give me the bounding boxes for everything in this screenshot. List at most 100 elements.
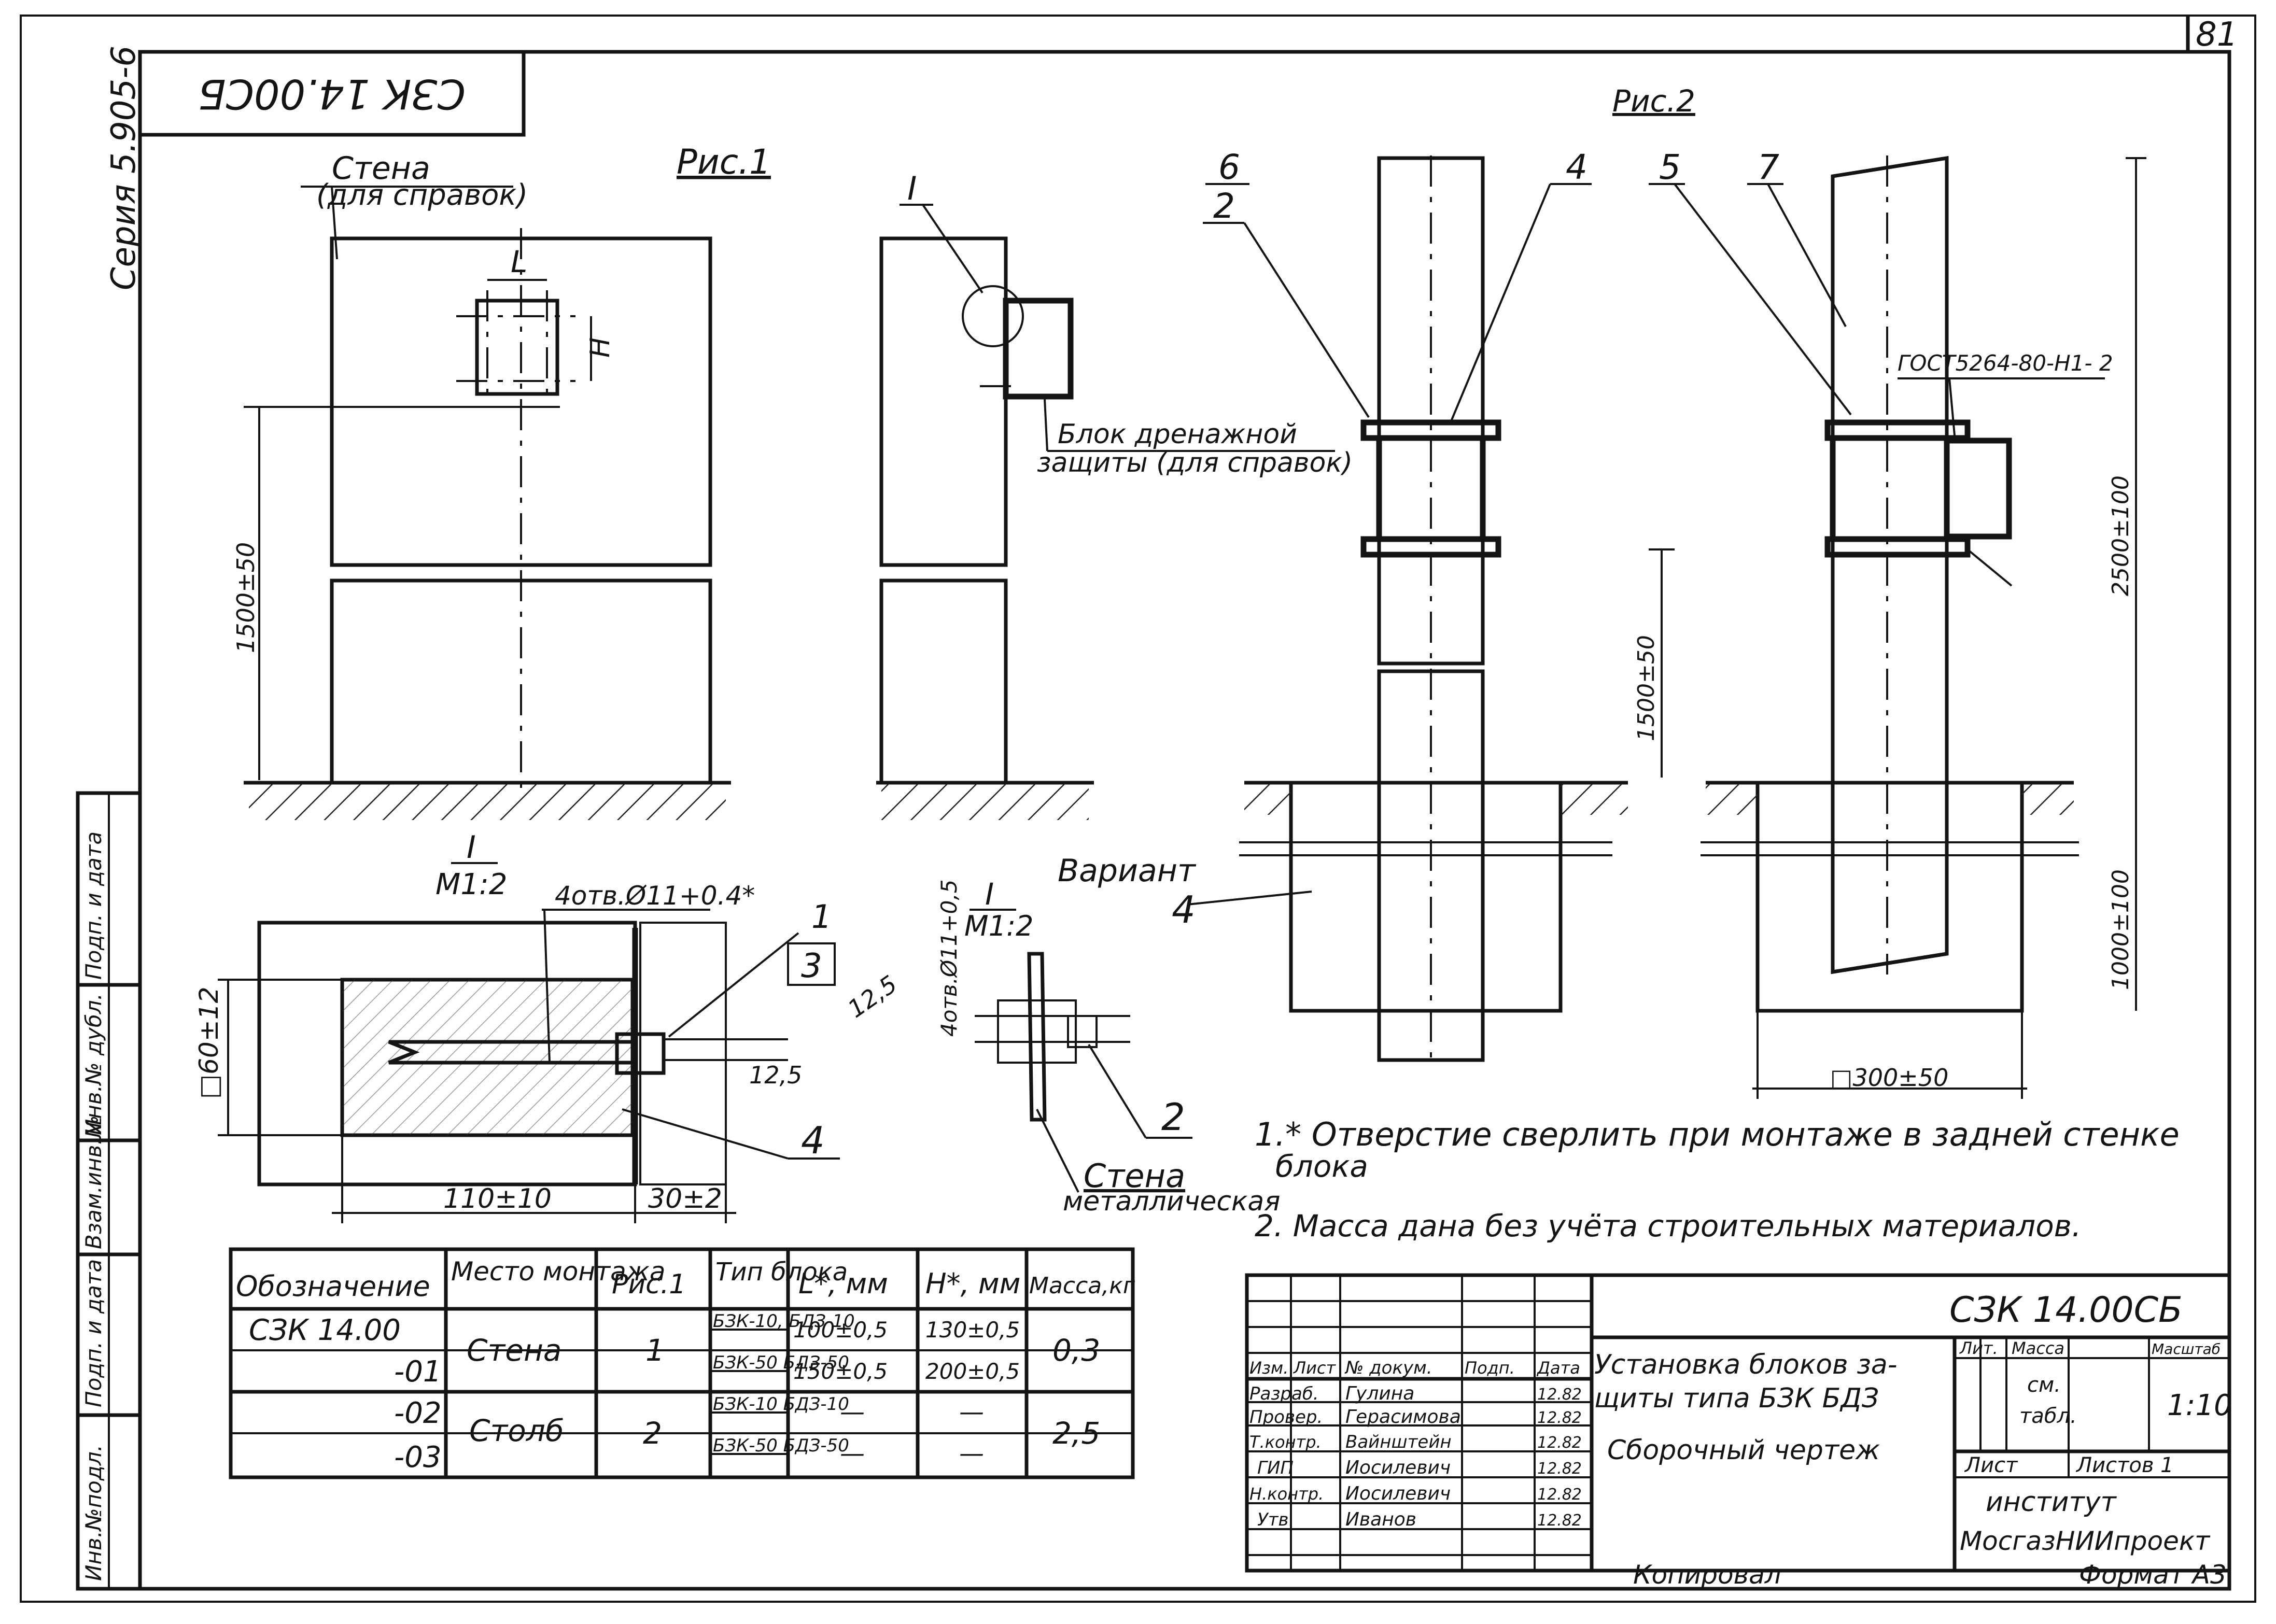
tb-scale-label: Масштаб [2152, 1340, 2221, 1358]
pillar-b [1831, 156, 1949, 975]
spec-row2-designation: -02 [394, 1396, 441, 1430]
detail1-scale: М1:2 [435, 868, 507, 901]
tb-col-sign: Подп. [1465, 1358, 1515, 1378]
detail1-mark: I [467, 829, 476, 866]
pillar-b-block [1830, 435, 1950, 542]
fig2-callout-2: 2 [1213, 186, 1235, 226]
tb-role-2: Т.контр. [1249, 1432, 1322, 1452]
outer-frame [20, 15, 2256, 1603]
side-block-note: защиты (для справок) [1037, 447, 1353, 478]
spec-header-mass: Масса,кг [1029, 1273, 1135, 1299]
detail1-callout-1: 1 [811, 898, 832, 936]
side-view: I Блок дренажной защиты (для справок) [876, 170, 1353, 820]
detail2-holes: 4отв.Ø11+0,5 [936, 880, 962, 1037]
tb-role-5: Утв. [1257, 1509, 1294, 1530]
corner-code-box [138, 50, 526, 137]
sheet-number: 81 [2196, 16, 2238, 54]
detail2: I М1:2 Вариант 4отв.Ø11+0,5 12,5 2 Стена… [842, 853, 1280, 1217]
detail2-callout-2: 2 [1161, 1095, 1185, 1139]
spec-header-H: H*, мм [925, 1267, 1020, 1300]
detail1-dim-12-5: 12,5 [749, 1061, 802, 1089]
tb-mass-value-1: см. [2027, 1373, 2061, 1397]
fig1-block [475, 299, 559, 396]
tb-date-0: 12.82 [1537, 1386, 1582, 1404]
note-2: 2. Масса дана без учёта строительных мат… [1255, 1208, 2081, 1244]
pillar-b-box [1944, 437, 2012, 540]
fig1-dim-height: 1500±50 [232, 542, 260, 653]
tb-lit: Лит. [1959, 1338, 1998, 1358]
stamp-label-sign2: Подп. и дата [81, 831, 106, 980]
tb-col-list: Лист [1293, 1358, 1336, 1378]
spec-row0-fig: 1 [645, 1333, 665, 1368]
fig2-dim-pillar: 1500±50 [1633, 635, 1660, 741]
tb-col-date: Дата [1536, 1358, 1580, 1378]
tb-mass-value-2: табл. [2019, 1404, 2077, 1428]
tb-scale-value: 1:10 [2167, 1389, 2232, 1422]
side-block [1003, 298, 1074, 400]
fig2-dim-width: □300±50 [1830, 1064, 1948, 1092]
tb-sheets: Листов 1 [2075, 1453, 2174, 1477]
note-1-cont: блока [1275, 1149, 1368, 1184]
spec-header-fig: Рис.1 [612, 1269, 686, 1300]
spec-row0-designation: СЗК 14.00 [249, 1314, 401, 1347]
spec-row0-type: БЗК-10, БДЗ-10 [713, 1311, 855, 1332]
fig2-dim-top: 2500±100 [2108, 475, 2134, 596]
spec-row0-L: 100±0,5 [793, 1317, 888, 1343]
detail2-plate [1027, 952, 1047, 1122]
title-block: Изм. Лист № докум. Подп. Дата Разраб. Гу… [1245, 1273, 2232, 1573]
spec-row1-H: 200±0,5 [925, 1359, 1020, 1384]
spec-row2-place: Столб [469, 1413, 564, 1448]
tb-title-3: Сборочный чертеж [1607, 1435, 1880, 1466]
detail1: I М1:2 4отв.Ø11+0.4* 1 3 12,5 4 □60±12 1… [194, 829, 840, 1223]
series-label: Серия 5.905-6 [105, 46, 143, 290]
tb-mass: Масса [2012, 1338, 2064, 1358]
tb-name-4: Иосилевич [1345, 1483, 1451, 1504]
side-wall-lower [879, 578, 1008, 785]
tb-role-0: Разраб. [1249, 1383, 1319, 1404]
spec-row3-H: — [959, 1439, 984, 1468]
side-detail-mark: I [907, 170, 917, 207]
side-stamp: Инв.№подл. Подп. и дата Взам.инв.№ Инв.№… [76, 791, 142, 1591]
spec-header-type: Тип блока [715, 1258, 848, 1287]
detail1-anchor [388, 1040, 635, 1065]
fig2: Рис.2 6 2 4 5 7 1500±50 4 [1172, 83, 2146, 1099]
fig2-callout-4-top: 4 [1566, 147, 1587, 187]
detail1-callout-3: 3 [801, 947, 822, 985]
inner-frame [138, 50, 2231, 1591]
fig2-title: Рис.2 [1612, 83, 1695, 119]
spec-row3-L: — [840, 1439, 865, 1468]
tb-date-4: 12.82 [1537, 1486, 1582, 1504]
stamp-label-sign1: Подп. и дата [81, 1259, 106, 1407]
note-1: 1.* Отверстие сверлить при монтаже в зад… [1255, 1115, 2180, 1153]
spec-table: Обозначение Место монтажа Рис.1 Тип блок… [229, 1247, 1135, 1479]
detail-circle [962, 285, 1024, 347]
spec-row1-type: БЗК-50 БДЗ-50 [713, 1352, 849, 1373]
detail1-dim-30: 30±2 [648, 1183, 722, 1215]
detail1-dim-square: □60±12 [194, 987, 224, 1099]
tb-col-doc: № докум. [1344, 1358, 1432, 1378]
spec-row2-fig: 2 [643, 1416, 662, 1451]
tb-code: СЗК 14.00СБ [1949, 1290, 2183, 1331]
corner-code: СЗК 14.00СБ [198, 70, 466, 117]
fig1-dim-L: L [511, 244, 527, 279]
tb-col-izm: Изм. [1249, 1358, 1288, 1378]
notes: 1.* Отверстие сверлить при монтаже в зад… [1255, 1115, 2180, 1244]
fig1-dim-H: H [585, 337, 616, 358]
side-block-label: Блок дренажной [1058, 419, 1297, 450]
fig2-callout-5: 5 [1659, 147, 1681, 187]
spec-row2-L: — [840, 1397, 865, 1427]
tb-date-3: 12.82 [1537, 1460, 1582, 1478]
stamp-label-inv: Инв.№подл. [81, 1445, 106, 1581]
pillar-a-block [1376, 435, 1486, 542]
tb-date-5: 12.82 [1537, 1512, 1582, 1530]
tb-org-2: МосгазНИИпроект [1960, 1526, 2211, 1556]
copied-by: Копировал [1633, 1560, 1781, 1590]
detail1-holes: 4отв.Ø11+0.4* [555, 881, 755, 911]
spec-row2-mass: 2,5 [1052, 1416, 1100, 1451]
fig1-wall-label: Стена [332, 150, 430, 187]
detail1-dim-110: 110±10 [443, 1183, 552, 1215]
spec-header-place: Место монтажа [451, 1256, 665, 1287]
spec-row0-H: 130±0,5 [925, 1317, 1020, 1343]
